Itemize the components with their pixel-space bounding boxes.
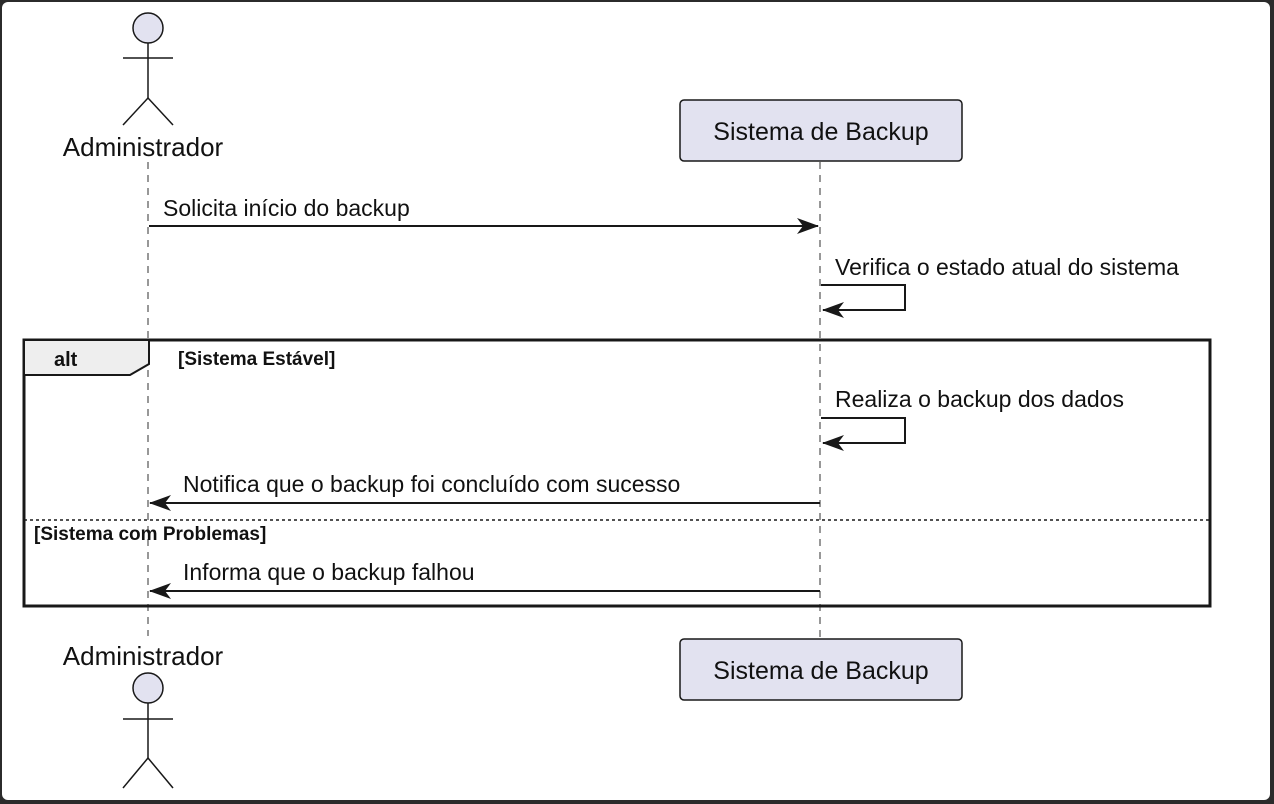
message-verifica-estado: Verifica o estado atual do sistema <box>821 254 1179 318</box>
alt-fragment-tab <box>23 339 150 376</box>
actor-administrador-top: Administrador <box>63 12 224 162</box>
alt-keyword: alt <box>54 349 78 371</box>
message-informa-falha: Informa que o backup falhou <box>149 559 820 599</box>
actor-icon <box>122 12 174 126</box>
self-message-arrow <box>821 417 906 451</box>
alt-fragment: alt [Sistema Estável] [Sistema com Probl… <box>22 338 1212 608</box>
message-label: Notifica que o backup foi concluído com … <box>183 471 680 497</box>
alt-guard-stable: [Sistema Estável] <box>178 349 335 370</box>
message-realiza-backup: Realiza o backup dos dados <box>821 386 1124 451</box>
message-label: Solicita início do backup <box>163 195 410 221</box>
actor-administrador-bottom: Administrador <box>63 641 224 789</box>
participant-label-top: Sistema de Backup <box>713 118 928 146</box>
participant-sistema-de-backup-top: Sistema de Backup <box>679 99 963 162</box>
message-label: Realiza o backup dos dados <box>835 386 1124 412</box>
actor-label-bottom: Administrador <box>63 641 224 671</box>
message-notifica-sucesso: Notifica que o backup foi concluído com … <box>149 471 820 511</box>
actor-label-top: Administrador <box>63 132 224 162</box>
participant-sistema-de-backup-bottom: Sistema de Backup <box>679 638 963 701</box>
participant-label-bottom: Sistema de Backup <box>713 657 928 685</box>
alt-guard-problems: [Sistema com Problemas] <box>34 524 266 545</box>
message-solicita-inicio: Solicita início do backup <box>149 195 819 234</box>
message-label: Informa que o backup falhou <box>183 559 475 585</box>
actor-icon <box>122 672 174 789</box>
message-label: Verifica o estado atual do sistema <box>835 254 1179 280</box>
self-message-arrow <box>821 284 906 318</box>
